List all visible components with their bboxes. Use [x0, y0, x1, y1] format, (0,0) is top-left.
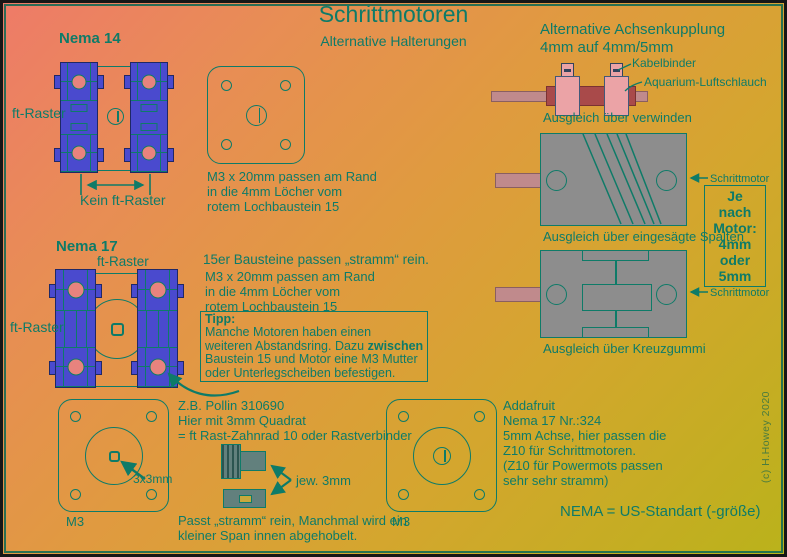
- gear-hub: [240, 451, 266, 471]
- motor-size-box: Je nach Motor: 4mm oder 5mm: [704, 185, 766, 287]
- pollin-line: Hier mit 3mm Quadrat: [178, 413, 306, 428]
- plate1-note-line: rotem Lochbaustein 15: [207, 199, 340, 214]
- nema17-note-line: M3 x 20mm passen am Rand: [205, 269, 375, 284]
- luftschlauch-label: Aquarium-Luftschlauch: [644, 75, 767, 89]
- pollin-line: = ft Rast-Zahnrad 10 oder Rastverbinder: [178, 428, 412, 443]
- addafruit-line: Nema 17 Nr.:324: [503, 413, 602, 428]
- jew-3mm-arrow: [270, 464, 292, 481]
- nema17-ft-raster-top-label: ft-Raster: [97, 254, 149, 269]
- cable-tie: [555, 76, 580, 116]
- plate1-note-line: in die 4mm Löcher vom: [207, 184, 343, 199]
- tipp-line: Baustein 15 und Motor eine M3 Mutter: [205, 352, 418, 367]
- tipp-line: oder Unterlegscheiben befestigen.: [205, 365, 396, 380]
- ft-beam: [49, 269, 102, 388]
- copyright-text: (c) H.Howey 2020: [760, 391, 772, 484]
- motor-shaft: [495, 173, 541, 188]
- jew-3mm-label: jew. 3mm: [296, 473, 351, 488]
- motor-size-line: 5mm: [718, 268, 752, 284]
- addafruit-line: Addafruit: [503, 398, 556, 413]
- schrittmotor-label-1: Schrittmotor: [710, 173, 770, 185]
- page-subtitle: Alternative Halterungen: [320, 33, 467, 49]
- mount-plate-pollin: [58, 399, 169, 512]
- addafruit-line: 5mm Achse, hier passen die: [503, 428, 667, 443]
- motor-size-line: 4mm: [718, 236, 752, 252]
- mount-plate-addafruit: [386, 399, 497, 512]
- fit-note-line: Passt „stramm“ rein, Manchmal wird ein: [178, 513, 407, 528]
- caption-kreuzgummi: Ausgleich über Kreuzgummi: [543, 341, 706, 356]
- nema17-note-line: in die 4mm Löcher vom: [205, 284, 341, 299]
- ft-beam: [54, 62, 104, 173]
- rast-connector-slot: [239, 495, 252, 503]
- tipp-line: Manche Motoren haben einen: [205, 325, 372, 340]
- coupling-heading-line1: Alternative Achsenkupplung: [540, 21, 726, 38]
- ft-beam: [131, 269, 184, 388]
- slot-coupler-block: [540, 133, 687, 226]
- kabelbinder-label: Kabelbinder: [632, 56, 697, 70]
- motor-size-line: Je nach: [718, 188, 752, 220]
- plate4-m3-label: M3: [392, 514, 411, 529]
- plate1-note-line: M3 x 20mm passen am Rand: [207, 169, 377, 184]
- plate3-m3-label: M3: [66, 514, 85, 529]
- nema14-shaft-circle: [107, 108, 124, 125]
- nema14-kein-ft-raster-label: Kein ft-Raster: [80, 192, 166, 208]
- motor-size-line: oder: [719, 252, 751, 268]
- pollin-line: Z.B. Pollin 310690: [178, 398, 285, 413]
- coupling-heading-line2: 4mm auf 4mm/5mm: [540, 39, 674, 56]
- schrittmotor-label-2: Schrittmotor: [710, 287, 770, 299]
- motor-shaft: [495, 287, 541, 302]
- gear-z10: [221, 444, 241, 479]
- nema14-ft-raster-label: ft-Raster: [12, 105, 66, 121]
- page-title: Schrittmotoren: [318, 1, 469, 27]
- nema17-shaft-square: [111, 323, 124, 336]
- caption-spalten: Ausgleich über eingesägte Spalten: [543, 229, 744, 244]
- caption-verwinden: Ausgleich über verwinden: [543, 110, 692, 125]
- addafruit-line: (Z10 für Powermots passen: [503, 458, 663, 473]
- fit-note-line: kleiner Span innen abgehobelt.: [178, 528, 358, 543]
- nema17-ft-raster-left-label: ft-Raster: [10, 319, 64, 335]
- nema-standard-note: NEMA = US-Standart (-größe): [560, 503, 761, 520]
- nema14-title: Nema 14: [59, 30, 121, 47]
- cross-rubber-coupler-block: [540, 250, 687, 338]
- addafruit-line: sehr sehr stramm): [503, 473, 609, 488]
- nema17-note-line: rotem Lochbaustein 15: [205, 299, 338, 314]
- nema17-note0: 15er Bausteine passen „stramm“ rein.: [203, 252, 429, 267]
- tipp-title: Tipp:: [205, 312, 236, 326]
- dim-3x3mm-label: 3x3mm: [133, 472, 173, 486]
- ft-beam: [124, 62, 174, 173]
- jew-3mm-arrow: [270, 479, 292, 496]
- motor-size-line: Motor:: [713, 220, 757, 236]
- tipp-box: Tipp: Manche Motoren haben einen weitere…: [200, 311, 429, 383]
- nema17-title: Nema 17: [56, 238, 118, 255]
- mount-plate-nema14: [207, 66, 305, 164]
- addafruit-line: Z10 für Schrittmotoren.: [503, 443, 636, 458]
- tipp-line: weiteren Abstandsring. Dazu zwischen: [205, 338, 424, 353]
